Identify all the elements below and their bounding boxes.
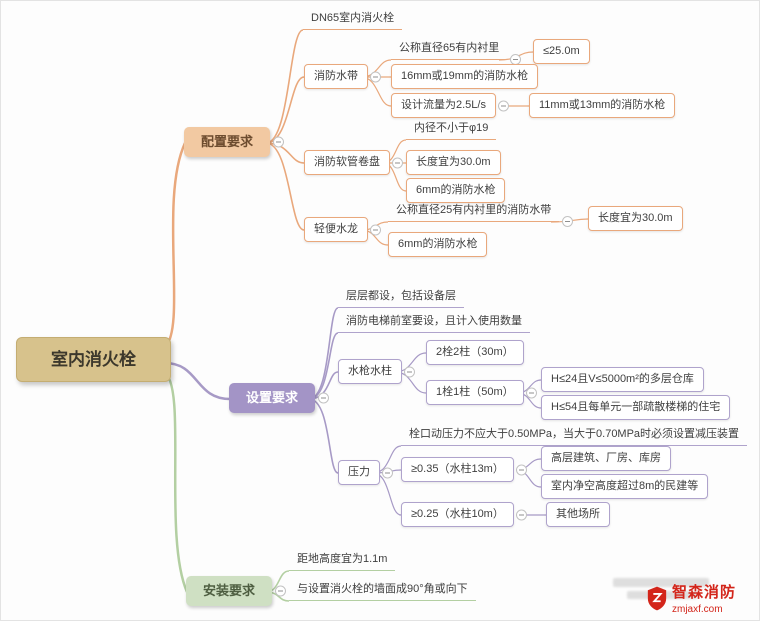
branch-setup-node[interactable]: 设置要求: [229, 383, 330, 413]
topic-label: 消防水带: [314, 70, 358, 82]
topic-label: 与设置消火栓的墙面成90°角或向下: [297, 583, 468, 595]
topic-label: 长度宜为30.0m: [416, 156, 491, 168]
connector: [308, 398, 339, 474]
branch-label: 安装要求: [203, 583, 256, 598]
branch-install-node[interactable]: 安装要求: [186, 576, 287, 606]
topic-label: 室内净空高度超过8m的民建等: [551, 480, 699, 492]
collapse-icon[interactable]: [318, 392, 330, 404]
topic-fire-hose[interactable]: 消防水带: [304, 64, 381, 89]
collapse-icon[interactable]: [562, 216, 574, 227]
topic-water-jet[interactable]: 水枪水柱: [338, 359, 415, 384]
collapse-icon[interactable]: [497, 100, 509, 111]
topic-hose-diameter65[interactable]: 公称直径65有内衬里: [391, 39, 522, 65]
collapse-icon[interactable]: [370, 71, 381, 82]
topic-label: 轻便水龙: [314, 223, 358, 235]
topic-hose-length[interactable]: ≤25.0m: [533, 39, 590, 64]
topic-label: ≥0.35（水柱13m）: [411, 463, 504, 475]
topic-pressure[interactable]: 压力: [338, 460, 393, 485]
topic-install-angle[interactable]: 与设置消火栓的墙面成90°角或向下: [289, 580, 476, 601]
topic-nozzle-16-19[interactable]: 16mm或19mm的消防水枪: [391, 64, 539, 89]
topic-elevator-lobby[interactable]: 消防电梯前室要设，且计入使用数量: [338, 312, 530, 333]
topic-label: H≤24且V≤5000m²的多层仓库: [551, 373, 694, 385]
topic-label: 长度宜为30.0m: [598, 212, 673, 224]
topic-label: 公称直径65有内衬里: [399, 42, 500, 54]
topic-reel-nozzle[interactable]: 6mm的消防水枪: [406, 178, 506, 203]
topic-pressure-035[interactable]: ≥0.35（水柱13m）: [401, 457, 527, 482]
collapse-icon[interactable]: [515, 509, 527, 520]
topic-label: 消防软管卷盘: [314, 156, 380, 168]
topic-reel-length[interactable]: 长度宜为30.0m: [406, 150, 501, 175]
collapse-icon[interactable]: [525, 387, 537, 398]
topic-other-places[interactable]: 其他场所: [546, 502, 610, 527]
brand-site: zmjaxf.com: [672, 603, 723, 615]
topic-label: 2栓2柱（30m）: [436, 346, 514, 358]
topic-label: 6mm的消防水枪: [398, 238, 478, 250]
brand-name: 智森消防: [672, 584, 737, 601]
topic-light-hose-spec[interactable]: 公称直径25有内衬里的消防水带: [388, 201, 574, 227]
topic-label: 6mm的消防水枪: [416, 184, 496, 196]
topic-label: 公称直径25有内衬里的消防水带: [396, 204, 552, 216]
connector: [164, 371, 189, 593]
topic-every-floor[interactable]: 层层都设，包括设备层: [338, 287, 464, 308]
branch-config-node[interactable]: 配置要求: [184, 127, 285, 157]
topic-hose-reel[interactable]: 消防软管卷盘: [304, 150, 403, 175]
root-node[interactable]: 室内消火栓: [16, 337, 171, 382]
collapse-icon[interactable]: [275, 585, 287, 597]
connector: [164, 361, 231, 401]
topic-highrise[interactable]: 高层建筑、厂房、库房: [541, 446, 671, 471]
root-label: 室内消火栓: [51, 350, 136, 369]
topic-dn65-hydrant[interactable]: DN65室内消火栓: [303, 9, 403, 30]
topic-nozzle-11-13[interactable]: 11mm或13mm的消防水枪: [529, 93, 676, 118]
topic-label: 高层建筑、厂房、库房: [551, 452, 661, 464]
topic-label: 其他场所: [556, 508, 600, 520]
branch-label: 配置要求: [201, 134, 254, 149]
topic-label: 压力: [348, 466, 370, 478]
topic-label: 11mm或13mm的消防水枪: [539, 99, 666, 111]
connector: [164, 142, 187, 348]
branch-label: 设置要求: [246, 390, 299, 405]
topic-design-flow[interactable]: 设计流量为2.5L/s: [391, 93, 509, 118]
topic-light-hose-length[interactable]: 长度宜为30.0m: [588, 206, 683, 231]
topic-pressure-025[interactable]: ≥0.25（水柱10m）: [401, 502, 527, 527]
collapse-icon[interactable]: [515, 464, 527, 475]
connector: [265, 142, 305, 231]
connector: [265, 76, 305, 144]
topic-1-hydrant-1-jet[interactable]: 1栓1柱（50m）: [426, 380, 537, 405]
topic-label: H≤54且每单元一部疏散楼梯的住宅: [551, 401, 721, 413]
watermark-bar: [613, 578, 709, 587]
topic-label: DN65室内消火栓: [311, 12, 395, 24]
collapse-icon[interactable]: [370, 224, 381, 235]
brand-logo: 智森消防 zmjaxf.com: [646, 584, 737, 615]
collapse-icon[interactable]: [392, 157, 403, 168]
collapse-icon[interactable]: [273, 136, 285, 148]
connector: [265, 29, 304, 144]
topic-label: 1栓1柱（50m）: [436, 386, 514, 398]
topic-label: ≥0.25（水柱10m）: [411, 508, 504, 520]
topic-2-hydrant-2-jet[interactable]: 2栓2柱（30m）: [426, 340, 524, 365]
topic-install-height[interactable]: 距地高度宜为1.1m: [289, 550, 396, 571]
topic-label: 距地高度宜为1.1m: [297, 553, 388, 565]
topic-label: 水枪水柱: [348, 365, 392, 377]
shield-icon: [647, 586, 667, 611]
collapse-icon[interactable]: [404, 366, 415, 377]
topic-light-hose-unit[interactable]: 轻便水龙: [304, 217, 381, 242]
collapse-icon[interactable]: [382, 467, 393, 478]
topic-label: 栓口动压力不应大于0.50MPa，当大于0.70MPa时必须设置减压装置: [409, 428, 740, 440]
topic-reel-inner-diameter[interactable]: 内径不小于φ19: [406, 119, 497, 140]
topic-clear-height-8m[interactable]: 室内净空高度超过8m的民建等: [541, 474, 709, 499]
topic-multi-storey-warehouse[interactable]: H≤24且V≤5000m²的多层仓库: [541, 367, 704, 392]
topic-label: 层层都设，包括设备层: [346, 290, 456, 302]
topic-label: 设计流量为2.5L/s: [401, 99, 486, 111]
topic-label: ≤25.0m: [543, 45, 580, 57]
connector: [265, 142, 305, 164]
topic-residential[interactable]: H≤54且每单元一部疏散楼梯的住宅: [541, 395, 731, 420]
topic-label: 16mm或19mm的消防水枪: [401, 70, 529, 82]
topic-label: 消防电梯前室要设，且计入使用数量: [346, 315, 522, 327]
topic-label: 内径不小于φ19: [414, 122, 489, 134]
topic-light-nozzle[interactable]: 6mm的消防水枪: [388, 232, 488, 257]
topic-pressure-note[interactable]: 栓口动压力不应大于0.50MPa，当大于0.70MPa时必须设置减压装置: [401, 425, 748, 446]
connector: [308, 307, 339, 400]
